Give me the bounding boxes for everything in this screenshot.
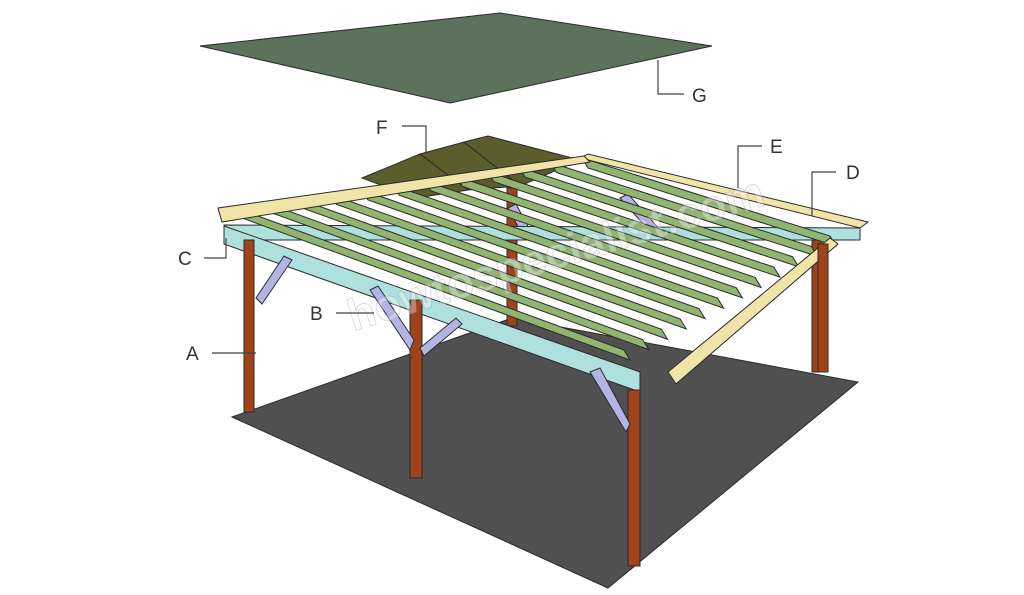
post-front-middle (409, 299, 423, 479)
label-g: G (692, 86, 707, 107)
label-d: D (846, 163, 860, 184)
callout-lines (204, 60, 836, 354)
brace-front-mid-right (419, 317, 463, 357)
post-front-right (627, 389, 641, 567)
label-b: B (310, 304, 323, 325)
back-fascia-board (578, 153, 870, 229)
post-right-corner (817, 243, 829, 373)
brace-left (255, 255, 293, 305)
label-a: A (186, 344, 199, 365)
label-f: F (376, 118, 388, 139)
left-fascia-board (217, 155, 592, 223)
label-e: E (770, 137, 783, 158)
roofing-sheet (199, 12, 713, 104)
brace-front-mid-left (369, 285, 415, 352)
post-front-left (243, 239, 255, 413)
brace-front-right-left (589, 367, 631, 434)
front-fascia-board (667, 237, 839, 385)
label-c: C (178, 249, 192, 270)
